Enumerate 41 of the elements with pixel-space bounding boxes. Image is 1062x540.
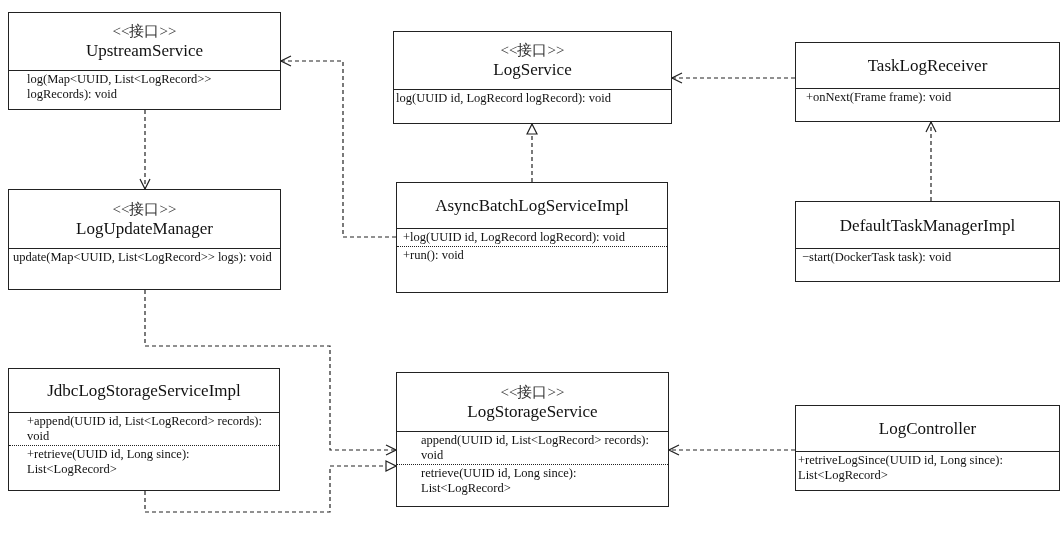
realization-arrow [144, 460, 397, 513]
dependency-arrow [280, 55, 397, 238]
method-signature: −start(DockerTask task): void [801, 249, 953, 266]
class-box [8, 189, 281, 290]
class-name: AsyncBatchLogServiceImpl [435, 195, 629, 216]
class-box [396, 372, 669, 507]
class-box [8, 12, 281, 110]
method-signature: log(UUID id, LogRecord logRecord): void [395, 90, 612, 107]
dependency-arrow [668, 444, 796, 456]
class-box [393, 31, 672, 124]
method-signature: +retriveLogSince(UUID id, Long since): List<LogRecord> [797, 452, 1004, 484]
dependency-arrow [671, 72, 796, 84]
method-signature: log(Map<UUID, List<LogRecord>> logRecords): void [26, 71, 213, 103]
class-box [795, 405, 1060, 491]
class-name: LogService [493, 59, 572, 80]
class-name: LogController [878, 418, 977, 439]
class-name: UpstreamService [85, 40, 204, 61]
stereotype-label: <<接口>> [500, 41, 565, 59]
realization-arrow [526, 123, 538, 183]
method-signature: +run(): void [397, 246, 667, 264]
dependency-arrow [139, 109, 151, 190]
class-name: LogStorageService [467, 400, 598, 422]
class-box [8, 368, 280, 491]
method-signature: +retrieve(UUID id, Long since): List<LogRecord> [9, 445, 279, 478]
class-box [795, 42, 1060, 122]
method-signature: +append(UUID id, List<LogRecord> records): void [26, 413, 263, 445]
class-name: LogUpdateManager [76, 217, 213, 239]
class-box [396, 182, 668, 293]
stereotype-label: <<接口>> [112, 199, 177, 218]
stereotype-label: <<接口>> [112, 22, 177, 40]
dependency-arrow [925, 121, 937, 202]
class-box [795, 201, 1060, 282]
class-name: TaskLogReceiver [867, 55, 988, 76]
method-signature: retrieve(UUID id, Long since): List<LogRecord> [397, 464, 668, 497]
class-name: JdbcLogStorageServiceImpl [47, 380, 241, 401]
class-name: DefaultTaskManagerImpl [839, 214, 1016, 236]
stereotype-label: <<接口>> [500, 382, 565, 401]
method-signature: +onNext(Frame frame): void [805, 89, 953, 106]
method-signature: update(Map<UUID, List<LogRecord>> logs): void [12, 249, 273, 266]
method-signature: +log(UUID id, LogRecord logRecord): void [402, 229, 626, 246]
dependency-arrow [144, 289, 397, 456]
